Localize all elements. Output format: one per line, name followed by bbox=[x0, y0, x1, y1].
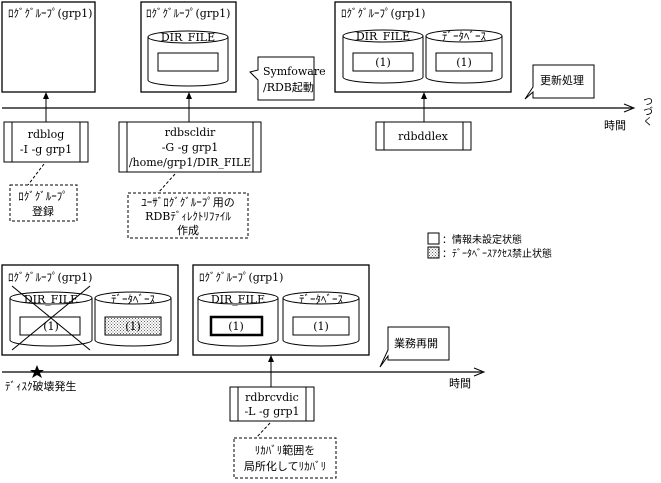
log-group-label: ﾛｸﾞｸﾞﾙｰﾌﾟ(grp1) bbox=[146, 7, 230, 20]
svg-text:業務再開: 業務再開 bbox=[394, 336, 438, 350]
dir-file-label: DIR_FILE bbox=[24, 293, 78, 306]
star-icon bbox=[30, 365, 44, 378]
svg-text:ﾛｸﾞｸﾞﾙｰﾌﾟ: ﾛｸﾞｸﾞﾙｰﾌﾟ bbox=[18, 190, 68, 203]
top-timeline: つづく 時間 bbox=[2, 96, 653, 132]
disk-failure-marker: ﾃﾞｨｽｸ破壊発生 bbox=[5, 365, 77, 393]
database-value: (1) bbox=[125, 320, 141, 333]
dir-file-label: DIR_FILE bbox=[161, 31, 215, 44]
svg-text:/RDB起動: /RDB起動 bbox=[263, 80, 314, 94]
dir-file-cylinder: DIR_FILE (1) bbox=[342, 29, 424, 84]
legend-prohibited: ：ﾃﾞｰﾀﾍﾞｰｽｱｸｾｽ禁止状態 bbox=[442, 247, 552, 260]
svg-text:-L -g grp1: -L -g grp1 bbox=[244, 405, 299, 418]
svg-text:ﾕｰｻﾞﾛｸﾞｸﾞﾙｰﾌﾟ用の: ﾕｰｻﾞﾛｸﾞｸﾞﾙｰﾌﾟ用の bbox=[141, 196, 235, 209]
database-cylinder: ﾃﾞｰﾀﾍﾞｰｽ (1) bbox=[94, 291, 172, 347]
database-cylinder: ﾃﾞｰﾀﾍﾞｰｽ (1) bbox=[425, 29, 503, 84]
svg-text:更新処理: 更新処理 bbox=[540, 73, 584, 87]
callout-symfoware-start: Symfoware /RDB起動 bbox=[249, 56, 326, 101]
bottom-arrow bbox=[268, 355, 274, 387]
continues-label: つづく bbox=[641, 96, 653, 126]
svg-text:局所化してﾘｶﾊﾞﾘ: 局所化してﾘｶﾊﾞﾘ bbox=[244, 459, 326, 473]
dir-file-value: (1) bbox=[375, 56, 391, 69]
command-rdblog: rdblog -I -g grp1 bbox=[3, 121, 89, 163]
command-rdbddlex: rdbddlex bbox=[375, 121, 472, 151]
bottom-log-group-recovered: ﾛｸﾞｸﾞﾙｰﾌﾟ(grp1) DIR_FILE (1) ﾃﾞｰﾀﾍﾞｰｽ (1… bbox=[192, 264, 370, 356]
svg-text:/home/grp1/DIR_FILE: /home/grp1/DIR_FILE bbox=[129, 156, 251, 169]
svg-text:-I -g grp1: -I -g grp1 bbox=[20, 143, 72, 156]
note-directory-file-create: ﾕｰｻﾞﾛｸﾞｸﾞﾙｰﾌﾟ用の RDBﾃﾞｨﾚｸﾄﾘﾌｧｲﾙ 作成 bbox=[127, 173, 249, 239]
callout-resume-operations: 業務再開 bbox=[379, 326, 450, 368]
top-log-group-full: ﾛｸﾞｸﾞﾙｰﾌﾟ(grp1) DIR_FILE (1) ﾃﾞｰﾀﾍﾞｰｽ (1… bbox=[334, 1, 512, 93]
database-value: (1) bbox=[456, 56, 472, 69]
command-rdbrcvdic: rdbrcvdic -L -g grp1 bbox=[229, 386, 315, 422]
svg-text:作成: 作成 bbox=[177, 224, 199, 237]
log-group-label: ﾛｸﾞｸﾞﾙｰﾌﾟ(grp1) bbox=[341, 7, 425, 20]
svg-text:rdblog: rdblog bbox=[28, 128, 65, 141]
database-label: ﾃﾞｰﾀﾍﾞｰｽ bbox=[299, 293, 343, 306]
dir-file-label: DIR_FILE bbox=[211, 293, 265, 306]
top-arrows bbox=[43, 92, 427, 122]
svg-text:rdbddlex: rdbddlex bbox=[398, 130, 448, 143]
legend: ：情報未設定状態 ：ﾃﾞｰﾀﾍﾞｰｽｱｸｾｽ禁止状態 bbox=[427, 232, 552, 260]
legend-unset: ：情報未設定状態 bbox=[442, 233, 522, 246]
log-group-label: ﾛｸﾞｸﾞﾙｰﾌﾟ(grp1) bbox=[8, 271, 92, 284]
note-recovery-localize: ﾘｶﾊﾞﾘ範囲を 局所化してﾘｶﾊﾞﾘ bbox=[233, 422, 337, 479]
time-label: 時間 bbox=[604, 119, 626, 132]
log-group-label: ﾛｸﾞｸﾞﾙｰﾌﾟ(grp1) bbox=[8, 7, 92, 20]
top-log-group-empty: ﾛｸﾞｸﾞﾙｰﾌﾟ(grp1) bbox=[1, 1, 96, 93]
dir-file-cylinder: DIR_FILE (1) bbox=[9, 285, 93, 351]
note-log-group-register: ﾛｸﾞｸﾞﾙｰﾌﾟ 登録 bbox=[9, 163, 78, 222]
dir-file-value: (1) bbox=[228, 320, 244, 333]
damage-cross bbox=[11, 285, 91, 351]
dir-file-value: (1) bbox=[43, 320, 59, 333]
svg-text:Symfoware: Symfoware bbox=[263, 65, 326, 78]
dir-file-cylinder: DIR_FILE (1) bbox=[197, 291, 279, 347]
dir-file-label: DIR_FILE bbox=[356, 30, 410, 43]
top-log-group-dirfile: ﾛｸﾞｸﾞﾙｰﾌﾟ(grp1) DIR_FILE bbox=[140, 1, 237, 93]
bottom-timeline: 時間 bbox=[2, 367, 486, 390]
svg-text:-G -g grp1: -G -g grp1 bbox=[162, 141, 219, 154]
command-rdbscldir: rdbscldir -G -g grp1 /home/grp1/DIR_FILE bbox=[118, 121, 262, 173]
svg-text:rdbscldir: rdbscldir bbox=[165, 126, 216, 139]
svg-text:rdbrcvdic: rdbrcvdic bbox=[245, 391, 299, 404]
callout-update-processing: 更新処理 bbox=[524, 64, 595, 100]
time-label: 時間 bbox=[449, 377, 471, 390]
svg-text:ﾘｶﾊﾞﾘ範囲を: ﾘｶﾊﾞﾘ範囲を bbox=[255, 443, 316, 457]
dir-file-cylinder: DIR_FILE bbox=[147, 30, 229, 87]
bottom-log-group-damaged: ﾛｸﾞｸﾞﾙｰﾌﾟ(grp1) DIR_FILE (1) ﾃﾞｰﾀﾍﾞｰｽ (1… bbox=[1, 264, 179, 356]
svg-text:RDBﾃﾞｨﾚｸﾄﾘﾌｧｲﾙ: RDBﾃﾞｨﾚｸﾄﾘﾌｧｲﾙ bbox=[145, 210, 231, 223]
svg-text:登録: 登録 bbox=[32, 204, 54, 218]
database-label: ﾃﾞｰﾀﾍﾞｰｽ bbox=[111, 293, 155, 306]
database-cylinder: ﾃﾞｰﾀﾍﾞｰｽ (1) bbox=[282, 291, 360, 347]
failure-label: ﾃﾞｨｽｸ破壊発生 bbox=[5, 379, 77, 393]
log-group-label: ﾛｸﾞｸﾞﾙｰﾌﾟ(grp1) bbox=[199, 271, 283, 284]
database-label: ﾃﾞｰﾀﾍﾞｰｽ bbox=[442, 30, 486, 43]
database-value: (1) bbox=[313, 320, 329, 333]
